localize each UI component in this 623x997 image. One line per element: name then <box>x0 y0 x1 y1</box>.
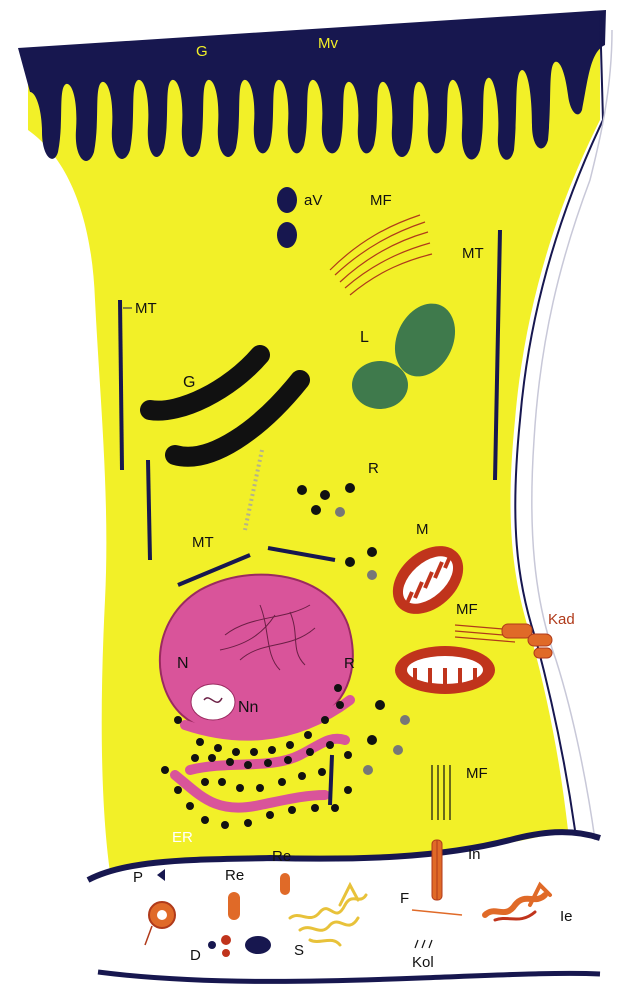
label-golgi: G <box>183 374 195 391</box>
label-er: ER <box>172 829 193 846</box>
microtubule-left-upper <box>120 300 122 470</box>
nucleolus <box>191 684 235 720</box>
lower-basal-line <box>98 972 600 981</box>
label-ribosomes-lower: R <box>344 655 355 672</box>
label-interstitial: Ie <box>560 908 573 925</box>
microtubule-left-lower <box>148 460 150 560</box>
interstitial-fibers <box>485 885 550 920</box>
pinocytic-stalk <box>145 926 152 945</box>
label-mt-left: MT <box>135 300 157 317</box>
label-pinocytosis: P <box>133 869 143 886</box>
label-mf-top: MF <box>370 192 392 209</box>
integrin <box>432 840 442 900</box>
label-mf-junction: MF <box>456 601 478 618</box>
label-mf-lower: MF <box>466 765 488 782</box>
label-mt-right: MT <box>462 245 484 262</box>
label-basal-lamina: B <box>103 908 113 925</box>
desmosome-cluster <box>208 935 271 957</box>
label-receptor-1: Re <box>225 867 244 884</box>
s-fibers <box>290 885 366 945</box>
fibronectin-line <box>412 910 462 915</box>
label-desmosomes: D <box>190 947 201 964</box>
label-nucleolus: Nn <box>238 699 258 716</box>
label-receptor-2: Re <box>272 848 291 865</box>
apical-vesicle <box>277 222 297 248</box>
label-fibronectin: F <box>400 890 409 907</box>
label-microvilli: Mv <box>318 35 338 52</box>
pinocytic-vesicle-core <box>157 910 167 920</box>
collagen-ticks <box>415 940 432 948</box>
label-collagen: Kol <box>412 954 434 971</box>
label-mitochondria: M <box>416 521 429 538</box>
label-mt-middle: MT <box>192 534 214 551</box>
receptor <box>228 892 240 920</box>
label-glycocalyx: G <box>196 43 208 60</box>
label-adherens: Kad <box>548 611 575 628</box>
pinocytic-vesicle-marker <box>157 869 165 881</box>
receptor <box>280 873 290 895</box>
label-ribosomes-upper: R <box>368 460 379 477</box>
label-nucleus: N <box>177 655 189 672</box>
label-apical-vesicles: aV <box>304 192 322 209</box>
microtubule-lower <box>330 755 332 805</box>
label-lipid: L <box>360 329 369 346</box>
apical-vesicle <box>277 187 297 213</box>
label-integrin: In <box>468 846 481 863</box>
mitochondrion-lower <box>395 646 495 694</box>
label-s: S <box>294 942 304 959</box>
lipid-droplet <box>352 361 408 409</box>
